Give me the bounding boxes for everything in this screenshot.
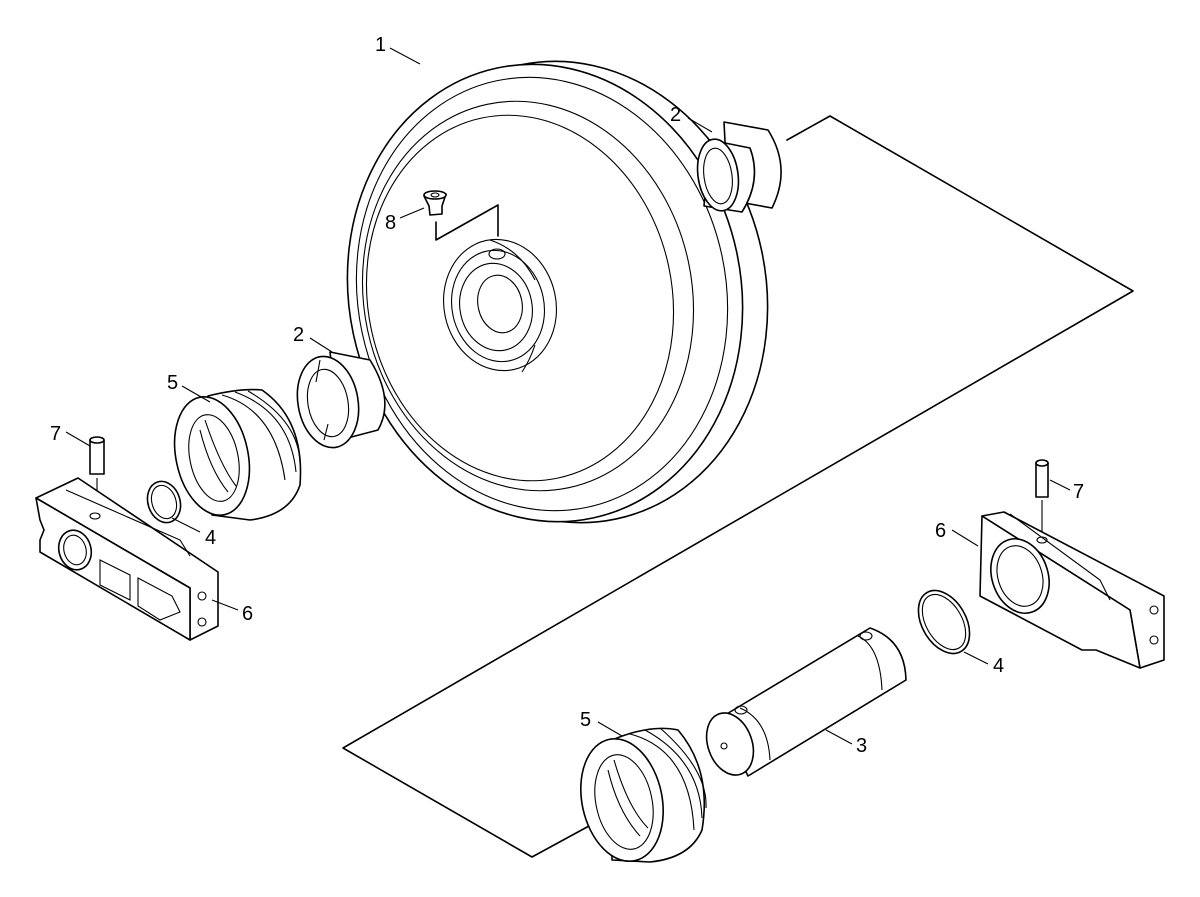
support-bracket-right — [979, 511, 1165, 669]
callout-6-right: 6 — [935, 520, 946, 542]
callout-2-upper: 2 — [670, 104, 681, 126]
callout-7-left: 7 — [50, 423, 61, 445]
o-ring-left — [146, 480, 182, 524]
floating-seal-bottom — [580, 727, 707, 863]
callout-4-left: 4 — [205, 527, 216, 549]
callout-8: 8 — [385, 212, 396, 234]
callout-7-right: 7 — [1073, 481, 1084, 503]
bushing-upper — [696, 121, 782, 213]
bushing-left — [296, 351, 386, 449]
support-bracket-left — [35, 477, 219, 641]
callout-4-right: 4 — [993, 655, 1004, 677]
assembly-axis-outline — [342, 115, 1134, 858]
o-ring-right — [917, 589, 971, 655]
floating-seal-left — [173, 388, 302, 521]
callout-2-left: 2 — [293, 324, 304, 346]
pin-right — [1035, 459, 1049, 538]
callout-5-left: 5 — [167, 372, 178, 394]
shaft — [705, 627, 907, 777]
idler-wheel — [346, 60, 769, 524]
callout-3: 3 — [856, 735, 867, 757]
callout-5-bottom: 5 — [580, 709, 591, 731]
callout-6-left: 6 — [242, 603, 253, 625]
plug — [423, 190, 499, 241]
leader-lines — [65, 47, 1071, 745]
callout-1: 1 — [375, 34, 386, 56]
